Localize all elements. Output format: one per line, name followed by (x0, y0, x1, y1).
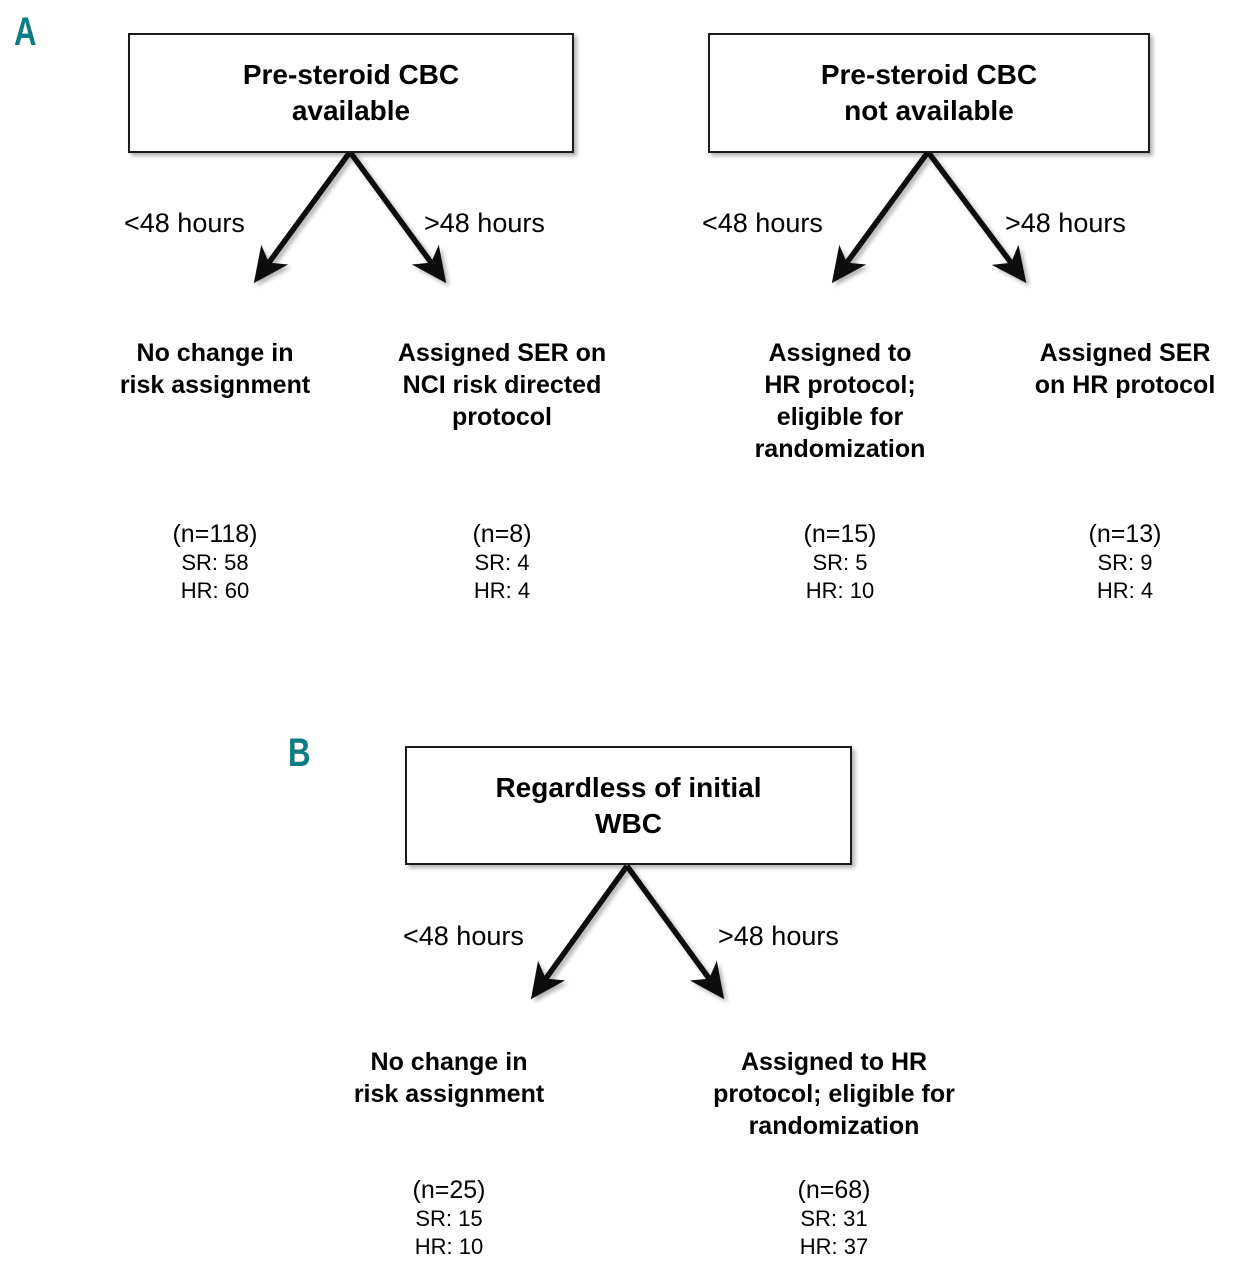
arrow-group-a2 (831, 150, 1027, 284)
edge-label-a1-right: >48 hours (424, 208, 545, 238)
count-hr: HR: 60 (180, 578, 250, 603)
outcome-title: Assigned SER on NCI risk directed protoc… (397, 339, 607, 431)
counts-b1-right: (n=68) SR: 31 HR: 37 (690, 1176, 978, 1261)
count-hr: HR: 4 (473, 578, 531, 603)
count-n: (n=13) (1088, 520, 1162, 548)
count-sr: SR: 58 (181, 550, 249, 575)
counts-a1-left: (n=118) SR: 58 HR: 60 (90, 520, 340, 605)
edge-label-a2-right: >48 hours (1005, 208, 1126, 238)
counts-a2-right: (n=13) SR: 9 HR: 4 (1000, 520, 1250, 605)
panel-a-letter: A (14, 10, 37, 54)
arrow-b1-left (530, 864, 630, 1000)
outcome-a1-right: Assigned SER on NCI risk directed protoc… (370, 337, 634, 433)
edge-label-b1-left: <48 hours (403, 921, 524, 951)
edge-label-b1-right: >48 hours (718, 921, 839, 951)
count-n: (n=118) (172, 520, 258, 548)
arrow-a1-left (253, 150, 353, 284)
outcome-a1-left: No change in risk assignment (90, 337, 340, 401)
node-box-pre-steroid-cbc-not-available: Pre-steroid CBC not available (708, 33, 1150, 153)
outcome-title: Assigned SER on HR protocol (1034, 339, 1216, 399)
count-hr: HR: 37 (799, 1234, 869, 1259)
node-box-regardless-of-initial-wbc: Regardless of initial WBC (405, 746, 852, 865)
outcome-title: Assigned to HR protocol; eligible for ra… (713, 1048, 955, 1140)
counts-b1-left: (n=25) SR: 15 HR: 10 (318, 1176, 580, 1261)
counts-a1-right: (n=8) SR: 4 HR: 4 (370, 520, 634, 605)
node-box-label: Regardless of initial WBC (495, 771, 762, 839)
arrow-group-b1 (530, 864, 725, 1000)
arrow-a2-left (831, 150, 931, 284)
outcome-a2-right: Assigned SER on HR protocol (1000, 337, 1250, 401)
count-sr: SR: 9 (1097, 550, 1153, 575)
outcome-title: No change in risk assignment (353, 1048, 545, 1108)
outcome-b1-left: No change in risk assignment (318, 1046, 580, 1110)
counts-a2-left: (n=15) SR: 5 HR: 10 (716, 520, 964, 605)
count-sr: SR: 15 (415, 1206, 483, 1231)
count-sr: SR: 31 (800, 1206, 868, 1231)
edge-label-a2-left: <48 hours (702, 208, 823, 238)
outcome-a2-left: Assigned to HR protocol; eligible for ra… (716, 337, 964, 465)
count-hr: HR: 10 (414, 1234, 484, 1259)
panel-b-letter: B (288, 731, 311, 775)
edge-label-a1-left: <48 hours (124, 208, 245, 238)
node-box-label: Pre-steroid CBC available (242, 59, 460, 126)
outcome-b1-right: Assigned to HR protocol; eligible for ra… (690, 1046, 978, 1142)
arrow-group-a1 (253, 150, 447, 284)
arrow-b1-right (624, 864, 725, 1000)
count-n: (n=15) (803, 520, 877, 548)
count-n: (n=25) (412, 1176, 486, 1204)
count-sr: SR: 5 (812, 550, 868, 575)
count-hr: HR: 4 (1096, 578, 1154, 603)
count-n: (n=8) (472, 520, 532, 548)
outcome-title: Assigned to HR protocol; eligible for ra… (754, 339, 926, 463)
node-box-pre-steroid-cbc-available: Pre-steroid CBC available (128, 33, 574, 153)
outcome-title: No change in risk assignment (119, 339, 311, 399)
node-box-label: Pre-steroid CBC not available (820, 59, 1038, 126)
count-hr: HR: 10 (805, 578, 875, 603)
count-n: (n=68) (797, 1176, 871, 1204)
count-sr: SR: 4 (474, 550, 530, 575)
